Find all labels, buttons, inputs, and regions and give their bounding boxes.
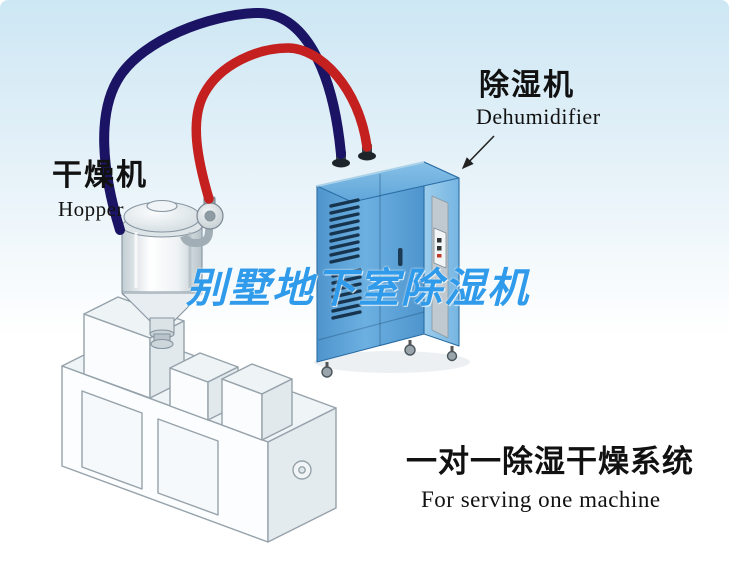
caster-wheel (446, 350, 458, 362)
caster-wheel (404, 344, 416, 356)
extruder-die-center (298, 466, 306, 474)
extruder-panel (81, 390, 143, 490)
control-button (437, 238, 442, 243)
caster-wheels (321, 340, 458, 378)
caster-wheel (321, 366, 333, 378)
dehumidifier-label-cn: 除湿机 (479, 69, 575, 102)
extruder-box3-side (261, 378, 293, 441)
watermark-text: 别墅地下室除湿机 (186, 265, 530, 311)
pointer-arrow-icon (461, 135, 495, 170)
dry-air-hose (191, 43, 372, 204)
lower-seam (317, 311, 425, 341)
blower-hub (204, 210, 216, 222)
dehumidifier-shadow (314, 351, 470, 373)
hopper-label-en: Hopper (58, 197, 124, 221)
dehumidifier-label-en: Dehumidifier (476, 104, 601, 129)
hopper-mount-flange (150, 338, 174, 350)
power-indicator (437, 254, 442, 258)
hopper-machine (121, 196, 224, 350)
control-button (437, 246, 442, 251)
extruder-panel (157, 418, 219, 516)
door-handle (398, 248, 403, 266)
dehumidifier-vents (329, 198, 362, 320)
hopper-label-cn: 干燥机 (52, 159, 148, 192)
system-label-cn: 一对一除湿干燥系统 (406, 444, 694, 479)
blower-elbow-duct (180, 228, 214, 247)
top-edge-highlight (316, 161, 425, 187)
system-label-en: For serving one machine (421, 487, 661, 512)
dehumidifier-machine (316, 142, 460, 378)
hopper-dome-cap (146, 199, 178, 213)
dehumidifier-control-panel (433, 227, 447, 269)
